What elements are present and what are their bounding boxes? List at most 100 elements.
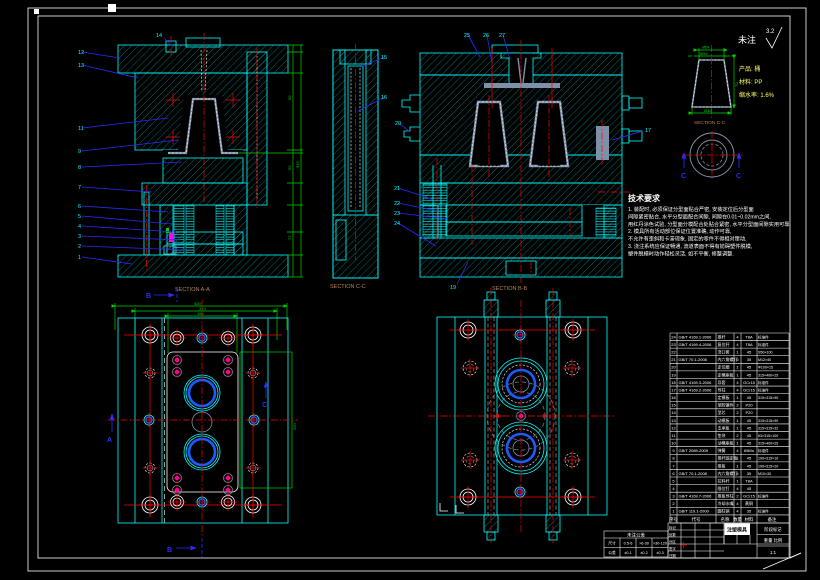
title-cell: 1:1 xyxy=(770,550,777,555)
bom-cell: GCr15 xyxy=(743,387,756,392)
title-left-label: 分区 xyxy=(669,539,676,544)
product-info-line: 产品: 桶 xyxy=(739,65,760,73)
bom-cell: 标准件 xyxy=(758,494,769,499)
bom-cell: 1 xyxy=(736,478,739,483)
balloon-number: 4 xyxy=(78,224,81,230)
bom-header: 代号 xyxy=(692,516,701,523)
bom-cell: 4 xyxy=(736,509,739,514)
bom-cell: 1 xyxy=(736,456,739,461)
tolerance-cell: 0.5-6 xyxy=(624,542,633,546)
balloon-number: 27 xyxy=(499,33,505,39)
bom-cell: 315×315×90 xyxy=(758,396,778,400)
bom-cell: 标准件 xyxy=(758,387,769,392)
bom-cell: 22 xyxy=(671,350,676,355)
bom-cell: 15 xyxy=(671,403,676,408)
bom-cell: 1 xyxy=(736,425,739,430)
bom-cell: 垫块 xyxy=(718,432,726,438)
bom-cell: 2 xyxy=(736,433,739,438)
bom-cell: 定位圈 xyxy=(718,364,730,370)
title-cell: 重量 比例 xyxy=(764,537,782,544)
dim-text: Ø64 xyxy=(702,45,710,50)
balloon-number: 13 xyxy=(78,63,84,69)
bom-cell: 20 xyxy=(671,365,676,370)
bom-cell: 3 xyxy=(672,494,675,499)
hole xyxy=(195,331,209,345)
bom-cell: 4 xyxy=(736,448,739,453)
hole xyxy=(247,413,261,427)
bom-cell: 190×315×20 xyxy=(758,464,778,468)
dim-text: 150 xyxy=(197,311,204,316)
bom-header: 序号 xyxy=(669,516,678,523)
datum-corner-marks xyxy=(440,503,464,513)
bom-cell: 型芯 xyxy=(718,409,726,415)
bom-header: 名称 xyxy=(721,516,730,523)
bom-cell: 1 xyxy=(736,418,739,423)
balloon-number: 16 xyxy=(381,95,387,101)
hole xyxy=(457,486,479,508)
balloon-number: 25 xyxy=(464,33,470,39)
hole xyxy=(219,493,237,511)
balloon-number: 22 xyxy=(394,201,400,207)
bom-cell: GB/T 119.1-2000 xyxy=(679,509,710,514)
tolerance-table: 未注公差 尺寸0.5-6>6-30>30-120公差±0.1±0.2±0.3 xyxy=(604,531,668,557)
view-section-bb: SECTION B-B 17 19 xyxy=(402,40,651,292)
bom-cell: 7 xyxy=(672,463,675,468)
bom-cell: 1 xyxy=(736,441,739,446)
tolerance-cell: >30-120 xyxy=(653,542,667,546)
balloon-14: 14 xyxy=(156,33,162,39)
bom-cell: 1 xyxy=(736,395,739,400)
bom-cell: 13 xyxy=(671,418,676,423)
bom-cell: 4 xyxy=(736,342,739,347)
bom-cell: 45 xyxy=(747,456,752,461)
bom-cell: P20 xyxy=(745,410,753,415)
bom-cell: 24 xyxy=(671,334,676,339)
bom-cell: 11 xyxy=(671,433,676,438)
hole xyxy=(223,355,234,366)
leader-line xyxy=(82,52,120,58)
unspecified-text: 未注 xyxy=(738,34,756,45)
bom-cell: 推杆 xyxy=(718,333,726,339)
bom-cell: 1 xyxy=(736,463,739,468)
dim-text: Ø48 xyxy=(704,108,712,113)
hole xyxy=(139,324,161,346)
bom-cell: 6 xyxy=(672,471,675,476)
support-pillar xyxy=(596,126,609,160)
bom-cell: 45 xyxy=(747,463,752,468)
tech-req-title: 技术要求 xyxy=(628,193,661,203)
title-left-label: 标记 xyxy=(669,525,676,530)
bom-cell: 4 xyxy=(736,486,739,491)
bom-cell: GB/T 4169.2-2006 xyxy=(679,387,713,392)
bom-cell: 支承板 xyxy=(718,424,730,430)
drawing-name: 注塑模具 xyxy=(727,527,747,534)
hole xyxy=(143,366,158,381)
hole xyxy=(142,413,156,427)
bom-cell: 18 xyxy=(671,380,676,385)
hole xyxy=(563,451,581,469)
bom-cell: 315×315×90 xyxy=(758,419,778,423)
bom-cell: 23 xyxy=(671,342,676,347)
bom-cell: 4 xyxy=(736,334,739,339)
product-info: 产品: 桶材料: PP缩水率: 1.6% xyxy=(739,65,775,99)
side-lock xyxy=(402,95,420,141)
bom-cell: 2 xyxy=(736,403,739,408)
balloon-number: 5 xyxy=(78,214,81,220)
balloon-number: 23 xyxy=(394,211,400,217)
section-arrow-a: A xyxy=(107,437,112,444)
hole xyxy=(139,494,161,516)
title-block: 注塑模具 阶段标记 重量 比例 1:1 标记处数分区签字日期 xyxy=(668,523,789,558)
bom-cell: M12×40 xyxy=(758,358,771,362)
bom-cell: 45 xyxy=(747,425,752,430)
dim-text: 72 xyxy=(287,235,292,240)
bom-cell: 导柱 xyxy=(718,386,726,392)
hole xyxy=(242,324,264,346)
bom-cell: GB/T 4169.7-2006 xyxy=(679,494,713,499)
bom-cell: 315×400×25 xyxy=(758,442,778,446)
puller-pin xyxy=(169,233,174,242)
bom-cell: 圆柱销 xyxy=(718,508,730,514)
section-arrow-c: C xyxy=(736,173,741,180)
bom-cell: 标准件 xyxy=(758,334,769,339)
bom-cell: 1 xyxy=(736,365,739,370)
bom-cell: 35 xyxy=(747,509,752,514)
bom-cell: 45 xyxy=(747,365,752,370)
